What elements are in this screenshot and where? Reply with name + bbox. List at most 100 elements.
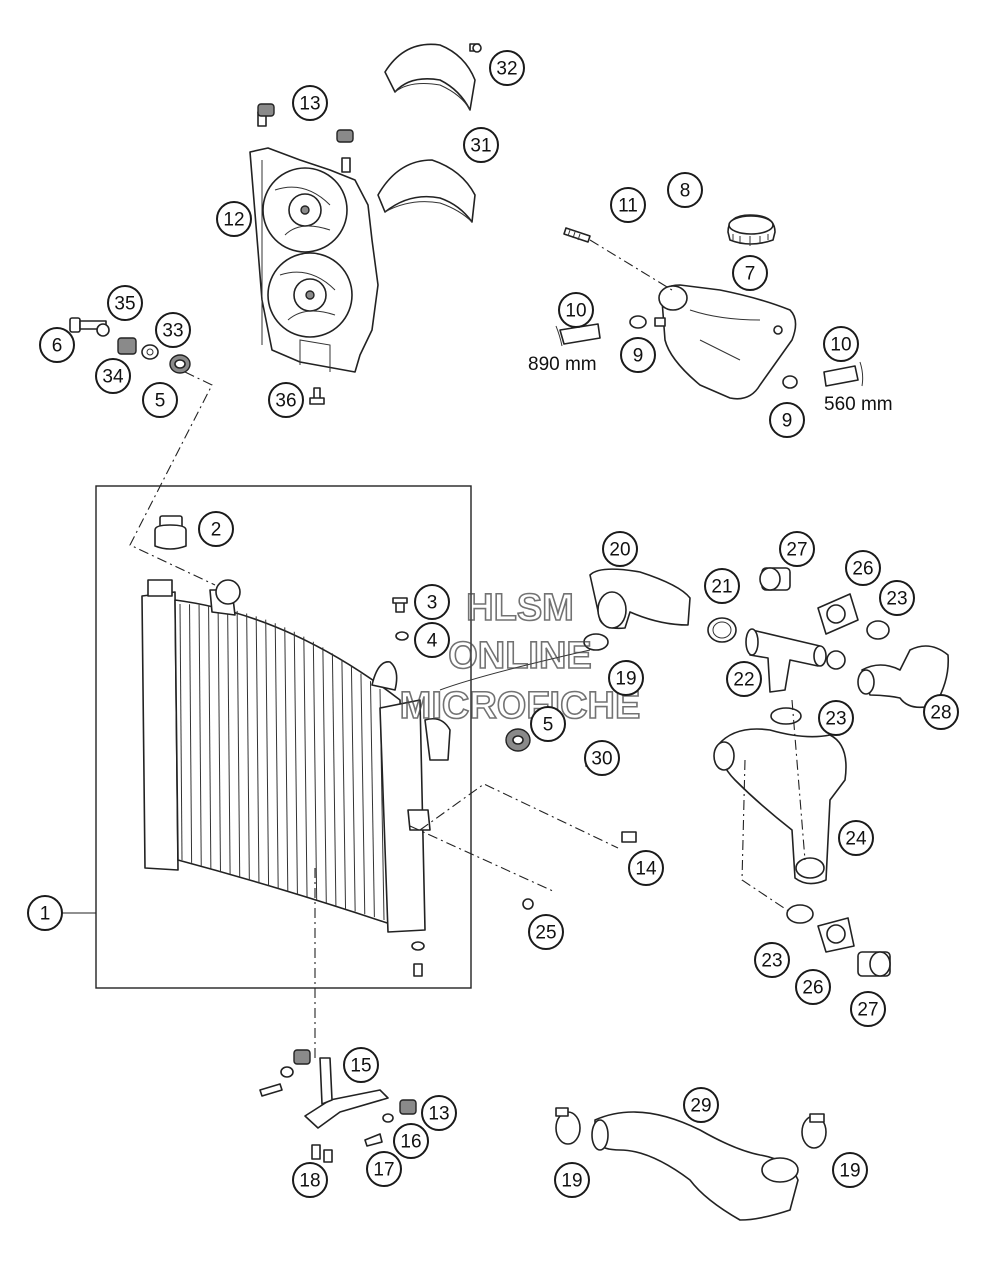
callout-circle (879, 580, 915, 616)
callout-circle (818, 700, 854, 736)
radiator (141, 579, 451, 933)
radiator-fin (360, 673, 366, 915)
hose-clamp-23-lower (770, 707, 802, 725)
callout-circle (838, 820, 874, 856)
callout-c28: 28 (923, 694, 959, 730)
grommet-dash-line (129, 371, 216, 586)
callout-c13a: 13 (292, 85, 328, 121)
hose-560 (823, 361, 864, 387)
callout-c11: 11 (610, 187, 646, 223)
callout-c30: 30 (584, 740, 620, 776)
callout-circle (95, 358, 131, 394)
callout-label: 26 (852, 559, 873, 580)
fan-shroud (249, 111, 379, 373)
hose-clamp-19-left (555, 1107, 581, 1145)
radiator-fin (293, 631, 298, 895)
callout-c34: 34 (95, 358, 131, 394)
callout-label: 29 (690, 1096, 711, 1117)
callout-circle (530, 706, 566, 742)
washer-33 (141, 344, 159, 360)
callout-label: 22 (733, 670, 754, 691)
callout-label: 33 (162, 321, 183, 342)
callout-c20: 20 (602, 531, 638, 567)
radiator-fin (303, 636, 308, 898)
radiator-cap (154, 515, 187, 550)
callout-c19b: 19 (554, 1162, 590, 1198)
callout-circle (850, 991, 886, 1027)
screw-dash-line (409, 825, 556, 893)
callout-c23b: 23 (818, 700, 854, 736)
callout-label: 16 (400, 1132, 421, 1153)
radiator-fin (217, 607, 221, 872)
callout-circle (155, 312, 191, 348)
callout-label: 27 (857, 1000, 878, 1021)
leader-19 (439, 649, 591, 691)
callout-circle (343, 1047, 379, 1083)
callout-circle (683, 1087, 719, 1123)
radiator-fin (255, 616, 260, 883)
callout-c31: 31 (463, 127, 499, 163)
callout-circle (584, 740, 620, 776)
screw-25 (522, 898, 534, 910)
callout-label: 30 (591, 749, 612, 770)
callout-c5a: 5 (142, 382, 178, 418)
grommet-13-bracket-top (293, 1049, 311, 1065)
callout-c19c: 19 (832, 1152, 868, 1188)
radiator-fins (179, 603, 385, 921)
callout-circle (845, 550, 881, 586)
hose-clamp-9-left (629, 315, 647, 329)
hose-clamp-19-radiator (583, 633, 609, 651)
callout-circle (610, 187, 646, 223)
callout-label: 25 (535, 923, 556, 944)
radiator-fin (274, 623, 279, 889)
callout-c26b: 26 (795, 969, 831, 1005)
callout-label: 5 (543, 715, 554, 736)
callout-label: 9 (633, 346, 644, 367)
callout-circle (795, 969, 831, 1005)
callout-circle (769, 402, 805, 438)
bolt-bracket-left (259, 1083, 283, 1097)
callout-label: 19 (561, 1171, 582, 1192)
callout-label: 32 (496, 59, 517, 80)
callout-c7: 7 (732, 255, 768, 291)
callout-c26a: 26 (845, 550, 881, 586)
grommet-5-top (169, 354, 191, 374)
callout-label: 31 (470, 136, 491, 157)
callout-label: 27 (786, 540, 807, 561)
callout-c12: 12 (216, 201, 252, 237)
tee-fitting-22 (745, 628, 827, 693)
callout-c16: 16 (393, 1123, 429, 1159)
hose-23-dash (741, 759, 791, 913)
watermark: HLSM ONLINE MICROFICHE (399, 586, 641, 728)
callout-circle (823, 326, 859, 362)
callout-c19a: 19 (608, 660, 644, 696)
callout-circle (268, 382, 304, 418)
callout-circle (463, 127, 499, 163)
hose-clamp-21 (707, 617, 737, 643)
callout-label: 14 (635, 859, 657, 880)
callout-c22: 22 (726, 661, 762, 697)
callout-label: 18 (299, 1171, 320, 1192)
callout-circle (292, 85, 328, 121)
hose-20 (589, 568, 691, 630)
callout-label: 19 (615, 669, 636, 690)
grommet-13-bracket-side (399, 1099, 417, 1115)
callout-c10b: 10 (823, 326, 859, 362)
watermark-line1: HLSM (466, 587, 574, 629)
radiator-assembly-box (95, 485, 472, 989)
bolt-16 (382, 1113, 394, 1123)
radiator-fin (198, 604, 202, 866)
callout-c9a: 9 (620, 337, 656, 373)
hose-24 (713, 728, 847, 885)
callout-label: 34 (102, 367, 124, 388)
washer-bracket (280, 1066, 294, 1078)
callout-label: 15 (350, 1056, 371, 1077)
callout-circle (528, 914, 564, 950)
callout-c24: 24 (838, 820, 874, 856)
callout-c17: 17 (366, 1151, 402, 1187)
callout-c1: 1 (27, 895, 63, 931)
callout-circle (608, 660, 644, 696)
callout-label: 13 (299, 94, 320, 115)
bolt-3 (392, 597, 408, 613)
bolt-17 (364, 1133, 383, 1147)
